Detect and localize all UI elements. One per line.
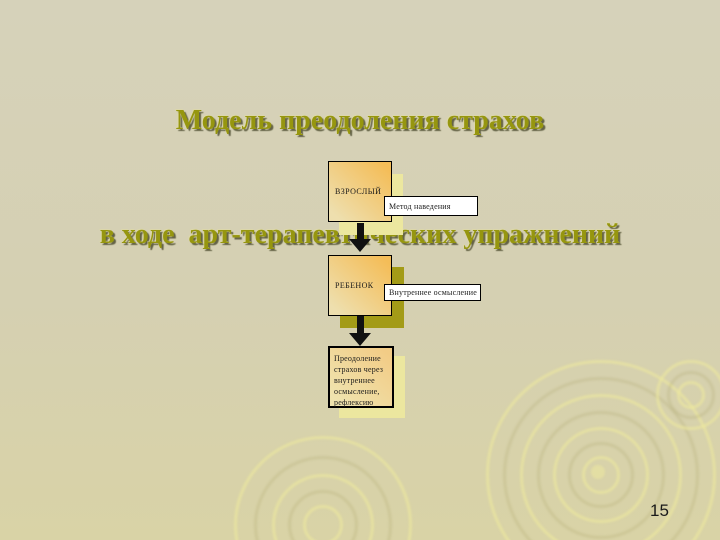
- flow-box-outcome: Преодоление страхов через внутреннее осм…: [328, 346, 394, 408]
- callout-inner-comprehension-label: Внутреннее осмысление: [389, 288, 478, 297]
- arrow-shaft: [356, 223, 364, 240]
- page-number: 15: [650, 501, 669, 520]
- ripple-ring: [553, 427, 649, 523]
- flow-box-child-label: РЕБЕНОК: [335, 281, 374, 290]
- ripple-ring: [537, 411, 665, 539]
- flow-box-outcome-label: Преодоление страхов через внутреннее осм…: [334, 354, 384, 407]
- slide-title-line-2: в ходе арт-терапевтических упражнений: [99, 219, 621, 250]
- callout-inner-comprehension: Внутреннее осмысление: [384, 284, 481, 301]
- ripple-ring: [582, 456, 620, 494]
- arrow-head: [349, 333, 371, 346]
- slide-title: Модель преодоления страхов в ходе арт-те…: [0, 26, 720, 330]
- ripple-ring: [303, 505, 343, 540]
- flow-box-child: РЕБЕНОК: [328, 255, 392, 316]
- ripple-ring: [568, 442, 634, 508]
- ripple-ring: [503, 377, 699, 540]
- ripple-ring: [667, 371, 715, 419]
- flow-box-adult-label: ВЗРОСЛЫЙ: [335, 187, 382, 196]
- arrow-head: [349, 239, 371, 252]
- flow-box-adult: ВЗРОСЛЫЙ: [328, 161, 392, 222]
- ripple-ring: [520, 394, 682, 540]
- ripple-ring: [591, 465, 605, 479]
- slide-title-line-1: Модель преодоления страхов: [175, 105, 545, 136]
- callout-method-label: Метод наведения: [389, 201, 451, 211]
- callout-method: Метод наведения: [384, 196, 478, 216]
- arrow-shaft: [356, 316, 364, 334]
- ripple-ring: [677, 381, 705, 409]
- ripple-ring: [656, 360, 720, 430]
- ripple-ring: [288, 490, 358, 540]
